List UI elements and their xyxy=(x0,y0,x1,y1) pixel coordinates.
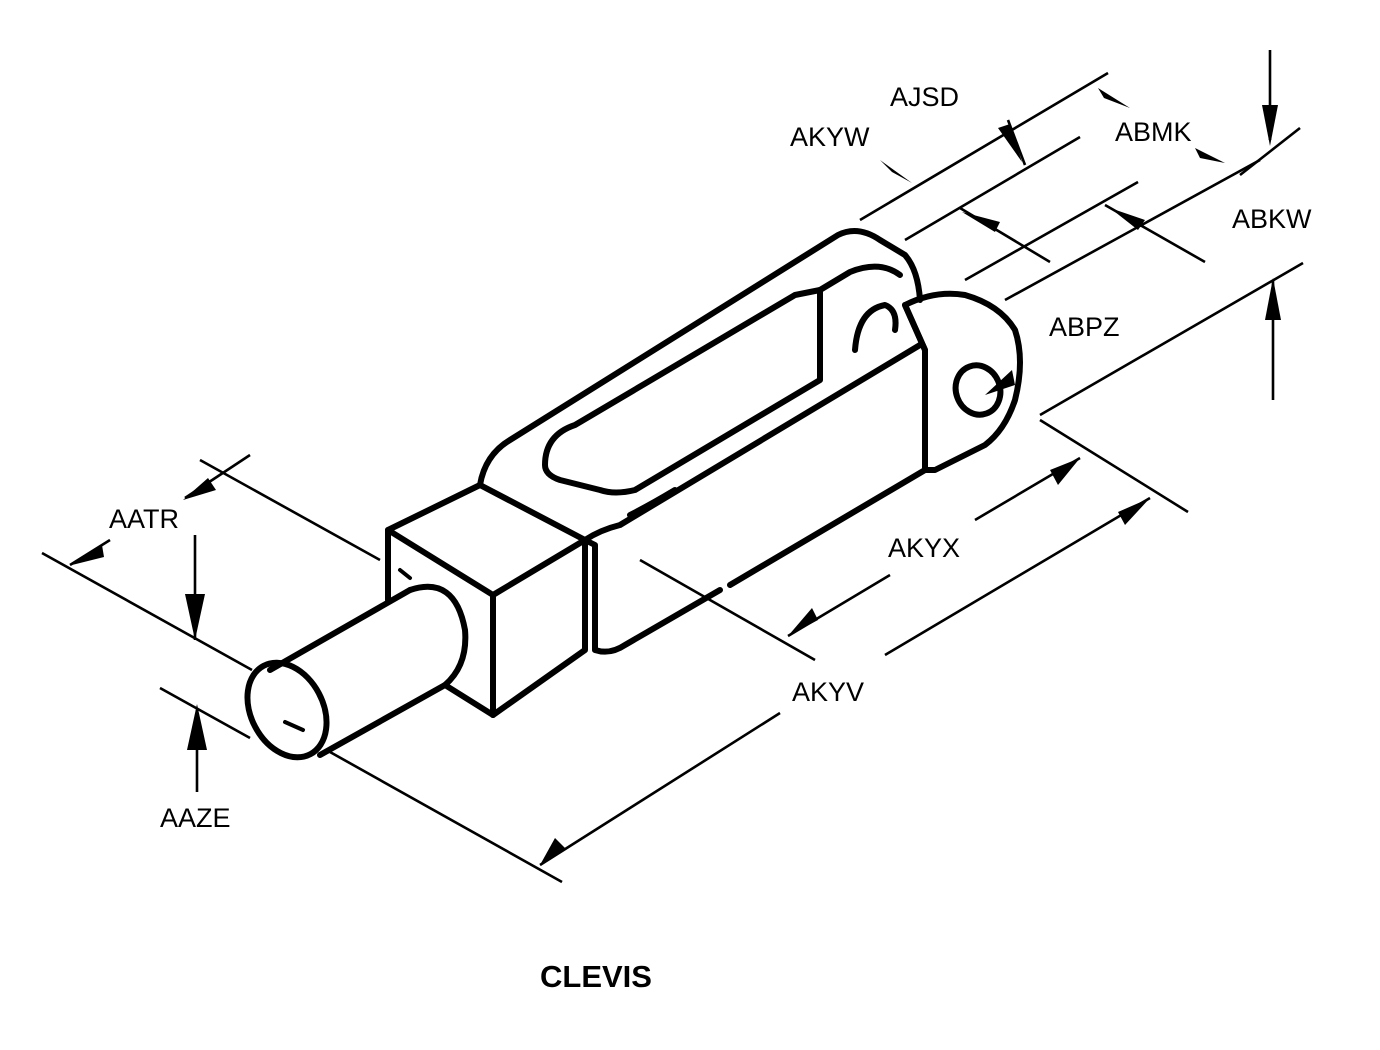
arrowhead xyxy=(880,160,912,183)
arrowhead xyxy=(1195,148,1225,163)
label-abmk: ABMK xyxy=(1115,117,1192,147)
clevis-part xyxy=(244,228,1023,761)
label-akyv: AKYV xyxy=(792,677,864,707)
arrowheads xyxy=(72,88,1281,865)
label-abpz: ABPZ xyxy=(1049,312,1120,342)
arrowhead xyxy=(72,545,104,565)
label-ajsd: AJSD xyxy=(890,82,959,112)
arrowhead xyxy=(1110,208,1145,230)
arrowhead xyxy=(185,594,205,640)
square-hub xyxy=(385,482,588,718)
arrowhead xyxy=(985,370,1015,395)
arrowhead xyxy=(962,212,1000,232)
arrowhead xyxy=(788,608,818,636)
dimension-labels: AJSD AKYW ABMK ABKW ABPZ AATR AAZE AKYX … xyxy=(109,82,1312,833)
label-abkw: ABKW xyxy=(1232,204,1312,234)
arrowhead xyxy=(183,478,216,500)
arrowhead xyxy=(998,124,1022,162)
arrowhead xyxy=(1118,498,1150,525)
arrowhead xyxy=(1265,278,1281,320)
shank-cylinder xyxy=(244,583,469,761)
arrowhead xyxy=(1098,88,1130,108)
fork-body xyxy=(477,228,1023,655)
arrowhead xyxy=(1050,458,1080,485)
label-akyw: AKYW xyxy=(790,122,870,152)
label-akyx: AKYX xyxy=(888,533,960,563)
label-aaze: AAZE xyxy=(160,803,231,833)
arrowhead xyxy=(1262,105,1278,146)
label-aatr: AATR xyxy=(109,504,179,534)
arrowhead xyxy=(540,838,565,865)
arrowhead xyxy=(187,704,207,750)
drawing-title: CLEVIS xyxy=(540,959,652,994)
